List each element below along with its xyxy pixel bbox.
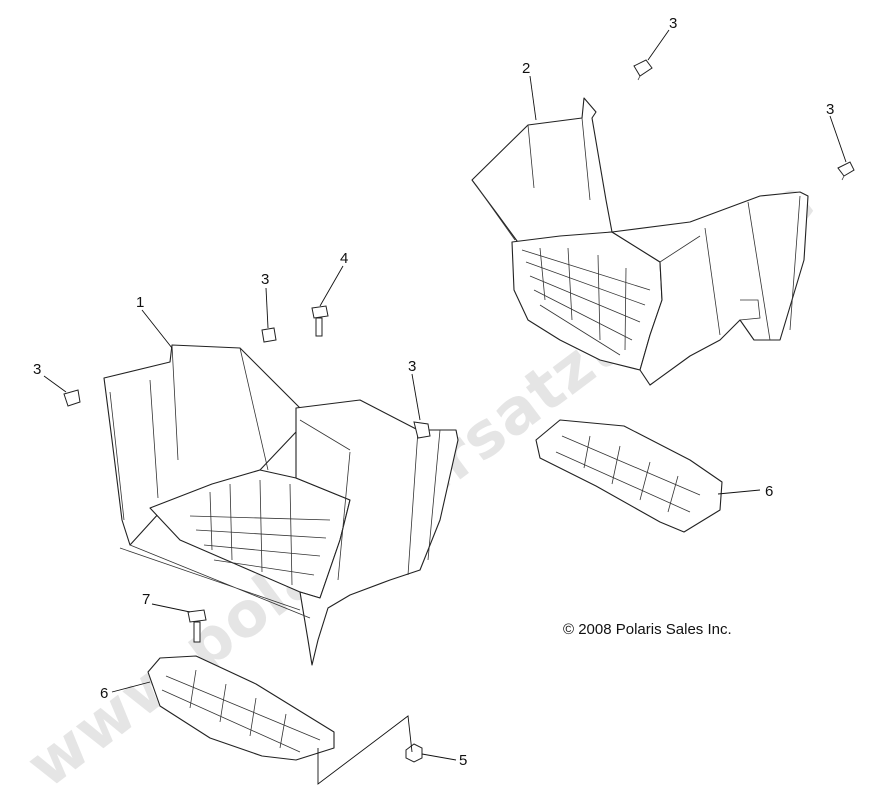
fastener-3-left (63, 389, 81, 407)
fastener-3-center (413, 421, 431, 439)
left-footwell (103, 344, 459, 666)
callout-3-right: 3 (826, 101, 834, 118)
callout-5: 5 (459, 752, 467, 769)
callout-3-left: 3 (33, 361, 41, 378)
callout-6-upper: 6 (765, 483, 773, 500)
right-footwell (471, 97, 809, 386)
callout-6-lower: 6 (100, 685, 108, 702)
leader-lines (43, 29, 847, 785)
callout-3-center: 3 (408, 358, 416, 375)
callout-7: 7 (142, 591, 150, 608)
callout-4: 4 (340, 250, 348, 267)
nut-5 (405, 743, 423, 763)
callout-1: 1 (136, 294, 144, 311)
callout-3-top: 3 (669, 15, 677, 32)
footrest-upper (535, 419, 723, 533)
copyright-text: © 2008 Polaris Sales Inc. (563, 621, 732, 638)
callout-2: 2 (522, 60, 530, 77)
fastener-3-right (837, 161, 855, 181)
callout-labels: 1 2 3 3 3 3 3 4 5 6 6 7 (33, 15, 834, 769)
bolt-7 (187, 609, 207, 643)
fastener-3-mid (261, 327, 277, 343)
footrest-lower (147, 655, 335, 761)
fastener-3-top (633, 59, 653, 81)
bolt-4 (311, 305, 329, 337)
callout-3-mid: 3 (261, 271, 269, 288)
